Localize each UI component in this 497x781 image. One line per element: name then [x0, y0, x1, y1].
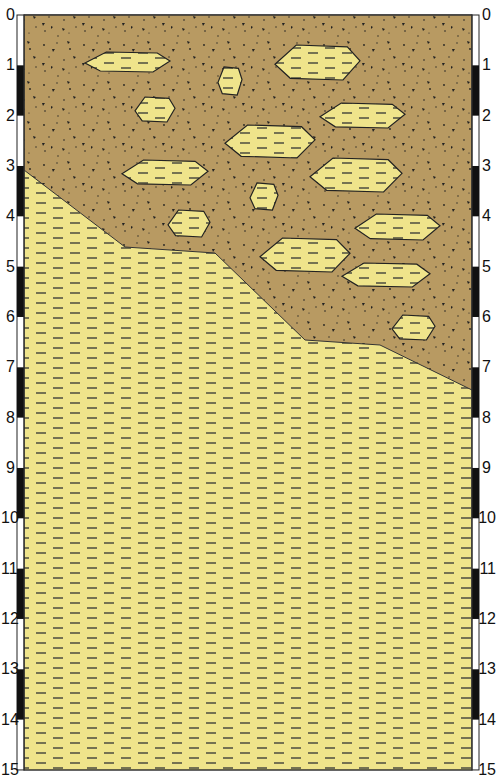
depth-label: 14 [1, 712, 19, 728]
depth-label: 4 [482, 208, 491, 224]
scale-segment [472, 468, 479, 518]
scale-bar [472, 15, 479, 770]
depth-label: 0 [6, 7, 15, 23]
scale-bar [17, 15, 24, 770]
scale-segment [17, 267, 24, 317]
depth-label: 0 [482, 7, 491, 23]
scale-segment [17, 367, 24, 417]
clay-clast [168, 210, 210, 237]
scale-segment [472, 65, 479, 115]
clay-clasts [85, 45, 440, 340]
clay-clast [355, 214, 440, 240]
clay-clast [310, 158, 402, 192]
clay-clast [275, 45, 360, 80]
depth-label: 12 [478, 611, 496, 627]
clay-clast [122, 160, 208, 185]
scale-segment [472, 367, 479, 417]
gravel-layer [24, 15, 472, 390]
depth-label: 15 [478, 762, 496, 778]
depth-label: 3 [6, 158, 15, 174]
scale-segment [472, 166, 479, 216]
clay-clast [392, 315, 435, 340]
scale-segment [472, 569, 479, 619]
depth-label: 15 [1, 762, 19, 778]
clay-clast [135, 97, 175, 122]
depth-label: 13 [1, 661, 19, 677]
depth-label: 6 [482, 309, 491, 325]
depth-label: 5 [6, 259, 15, 275]
clay-clast [218, 67, 242, 95]
depth-label: 12 [1, 611, 19, 627]
depth-label: 1 [482, 57, 491, 73]
clay-clast [260, 238, 350, 272]
depth-label: 10 [1, 510, 19, 526]
scale-segment [472, 267, 479, 317]
depth-label: 14 [478, 712, 496, 728]
depth-label: 11 [479, 561, 496, 577]
depth-label: 13 [478, 661, 496, 677]
depth-label: 7 [482, 359, 491, 375]
depth-label: 4 [6, 208, 15, 224]
clay-clast [225, 125, 315, 158]
depth-label: 6 [6, 309, 15, 325]
depth-label: 3 [482, 158, 491, 174]
depth-label: 1 [6, 57, 15, 73]
clay-clast [320, 103, 405, 128]
depth-label: 9 [6, 460, 15, 476]
depth-label: 9 [482, 460, 491, 476]
depth-scale [17, 15, 479, 770]
depth-label: 2 [6, 108, 15, 124]
scale-segment [17, 65, 24, 115]
clay-clast [250, 183, 278, 210]
clay-clast [85, 52, 170, 72]
depth-label: 7 [6, 359, 15, 375]
depth-label: 10 [478, 510, 496, 526]
depth-label: 8 [482, 410, 491, 426]
scale-segment [472, 669, 479, 719]
clay-layer [24, 15, 472, 770]
depth-label: 8 [6, 410, 15, 426]
clay-clast [342, 263, 430, 287]
scale-segment [17, 166, 24, 216]
depth-label: 2 [482, 108, 491, 124]
depth-label: 11 [1, 561, 18, 577]
depth-label: 5 [482, 259, 491, 275]
